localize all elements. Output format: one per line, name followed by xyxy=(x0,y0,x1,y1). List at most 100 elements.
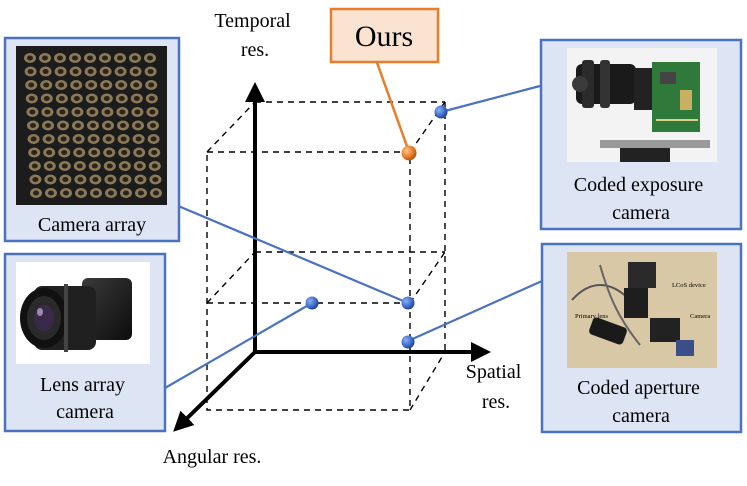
array-lens-center xyxy=(59,109,66,115)
array-lens-center xyxy=(133,82,140,88)
array-lens-center xyxy=(93,190,99,196)
array-lens-center xyxy=(147,55,153,61)
array-lens-center xyxy=(118,96,125,101)
array-lens-center xyxy=(132,69,139,74)
array-lens-center xyxy=(76,150,83,155)
array-lens-center xyxy=(73,82,80,88)
point-coded-aperture xyxy=(401,335,415,349)
coded-aperture-caption: Coded aperture camera xyxy=(577,377,705,427)
array-lens-center xyxy=(61,150,68,155)
array-lens-center xyxy=(103,82,110,88)
array-lens-center xyxy=(147,69,154,74)
array-lens-center xyxy=(135,136,142,142)
array-lens-center xyxy=(63,190,69,196)
array-lens-center xyxy=(119,109,126,115)
array-lens-center xyxy=(137,177,144,182)
array-lens-center xyxy=(118,82,125,88)
array-lens-center xyxy=(57,55,63,61)
array-lens-center xyxy=(121,163,128,169)
array-lens-center xyxy=(74,109,81,115)
array-lens-center xyxy=(75,136,82,142)
array-lens-center xyxy=(43,82,50,88)
array-lens-center xyxy=(150,123,156,128)
array-lens-center xyxy=(138,190,144,196)
array-lens-center xyxy=(153,190,159,196)
array-lens-center xyxy=(72,55,78,61)
array-lens-center xyxy=(46,163,53,169)
array-lens-center xyxy=(31,150,38,155)
camera-array-photo xyxy=(16,46,167,205)
array-lens-center xyxy=(136,163,143,169)
array-lens-center xyxy=(151,163,158,169)
array-lens-center xyxy=(62,177,69,182)
array-lens-center xyxy=(43,96,50,101)
array-lens-center xyxy=(73,96,80,101)
array-lens-center xyxy=(107,177,114,182)
array-lens-center xyxy=(91,163,98,169)
array-lens-center xyxy=(88,82,95,88)
point-camera-array xyxy=(401,296,415,310)
array-lens-center xyxy=(136,150,143,155)
temporal-axis-label: Temporal res. xyxy=(214,10,295,61)
array-lens-center xyxy=(48,190,54,196)
spatial-axis-label: Spatial res. xyxy=(466,361,527,413)
array-lens-center xyxy=(44,109,51,115)
array-lens-center xyxy=(102,55,108,61)
camera-array-caption: Camera array xyxy=(38,214,146,236)
array-lens-center xyxy=(27,69,34,74)
coded-aperture-photo: LCoS device Primary lens Camera xyxy=(567,252,717,368)
array-lens-center xyxy=(46,150,53,155)
array-lens-center xyxy=(77,177,84,182)
array-lens-center xyxy=(27,55,33,61)
array-lens-center xyxy=(92,177,99,182)
point-coded-exposure xyxy=(434,105,448,119)
array-lens-center xyxy=(76,163,83,169)
array-lens-center xyxy=(42,55,48,61)
array-lens-center xyxy=(117,69,124,74)
array-lens-center xyxy=(117,55,123,61)
angular-axis xyxy=(173,350,257,432)
array-lens-center xyxy=(103,96,110,101)
panel-coded-exposure: Coded exposure camera xyxy=(539,38,743,231)
array-lens-center xyxy=(132,55,138,61)
array-lens-center xyxy=(120,123,126,128)
array-lens-center xyxy=(58,96,65,101)
dashed-cube xyxy=(206,101,446,411)
photo-label-lens: Primary lens xyxy=(575,313,609,320)
angular-axis-label: Angular res. xyxy=(163,446,262,468)
array-lens-center xyxy=(121,150,128,155)
array-lens-center xyxy=(28,82,35,88)
array-lens-center xyxy=(88,96,95,101)
array-lens-center xyxy=(45,136,52,142)
link-ours xyxy=(373,56,411,153)
array-lens-center xyxy=(120,136,127,142)
coded-exposure-caption: Coded exposure camera xyxy=(574,174,708,224)
array-lens-center xyxy=(47,177,54,182)
array-lens-center xyxy=(122,177,129,182)
link-lens-array xyxy=(164,302,313,389)
panel-lens-array: Lens array camera xyxy=(3,252,167,433)
array-lens-center xyxy=(123,190,129,196)
array-lens-center xyxy=(134,109,141,115)
array-lens-center xyxy=(91,150,98,155)
array-lens-center xyxy=(87,55,93,61)
array-lens-center xyxy=(30,136,37,142)
array-lens-center xyxy=(31,163,38,169)
array-lens-center xyxy=(45,123,51,128)
array-lens-center xyxy=(89,109,96,115)
lens-array-photo xyxy=(16,262,150,364)
array-lens-center xyxy=(90,123,96,128)
photo-label-camera: Camera xyxy=(690,313,710,320)
array-lens-center xyxy=(28,96,35,101)
array-lens-center xyxy=(32,177,39,182)
ours-label: Ours xyxy=(355,20,413,53)
lens-array-caption: Lens array camera xyxy=(40,374,130,423)
array-lens-center xyxy=(78,190,84,196)
array-lens-center xyxy=(135,123,141,128)
array-lens-center xyxy=(133,96,140,101)
panel-camera-array: Camera array xyxy=(3,36,181,243)
array-lens-center xyxy=(102,69,109,74)
array-lens-center xyxy=(29,109,36,115)
photo-label-lcos: LCoS device xyxy=(672,282,706,289)
